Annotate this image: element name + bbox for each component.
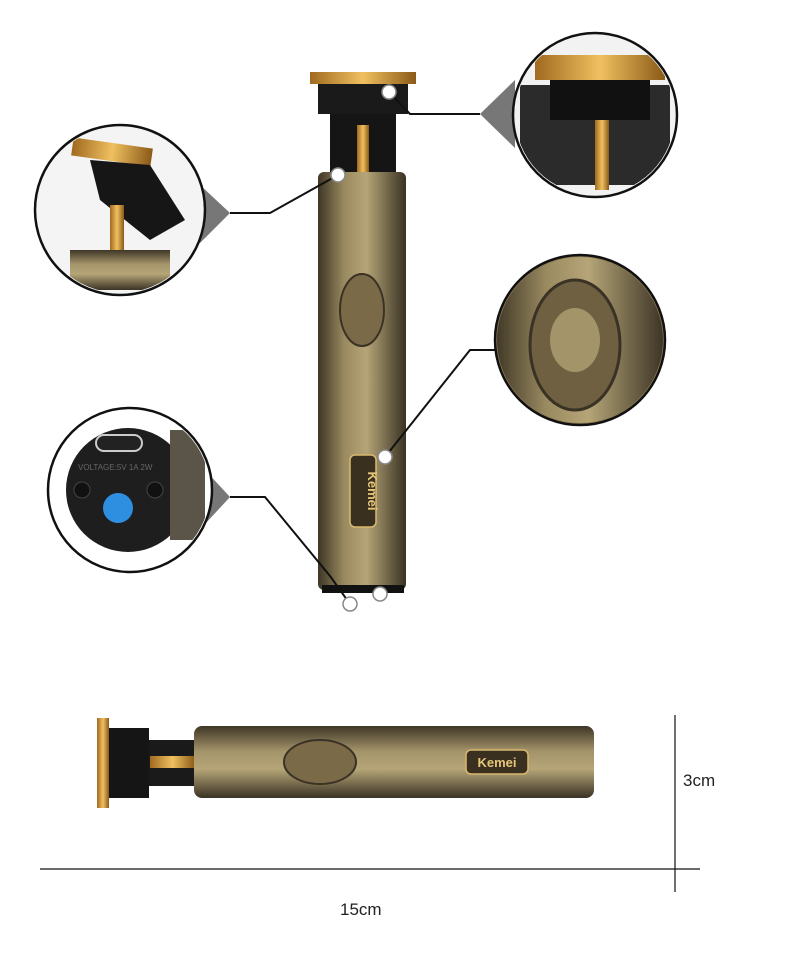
brand-logo-horizontal: Kemei: [477, 755, 516, 770]
callout-lines: [230, 91, 505, 605]
horizontal-trimmer: Kemei: [97, 718, 594, 808]
port-voltage-label: VOLTAGE:5V 1A 2W: [78, 463, 153, 472]
detail-engraving: [493, 253, 667, 427]
vertical-trimmer: Kemei: [310, 72, 416, 593]
brand-logo-vertical: Kemei: [365, 471, 380, 510]
detail-blade-head: [511, 31, 679, 199]
detail-side-blade: [33, 123, 207, 297]
length-dimension-label: 15cm: [340, 900, 382, 919]
height-dimension-label: 3cm: [683, 771, 716, 790]
dimension-lines: [40, 715, 700, 892]
detail-charging-port: VOLTAGE:5V 1A 2W: [46, 406, 214, 574]
power-button: [103, 493, 133, 523]
callout-dots: [330, 84, 397, 612]
